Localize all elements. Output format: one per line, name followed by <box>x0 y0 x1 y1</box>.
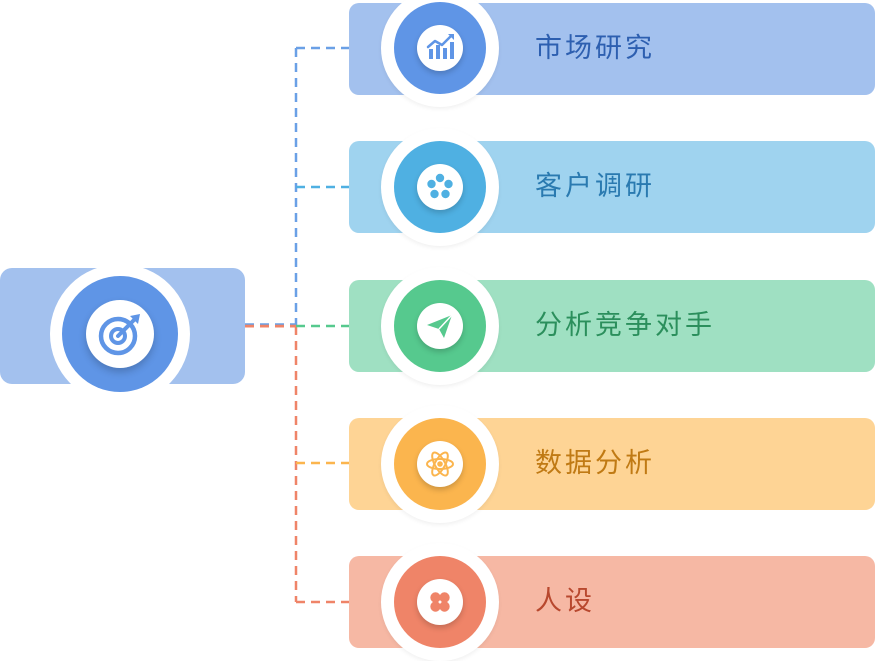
branch-icon-badge <box>381 405 499 523</box>
branch-icon-badge <box>381 267 499 385</box>
branch-label: 人设 <box>535 586 595 617</box>
atom-icon <box>426 451 454 477</box>
branch-icon-badge <box>381 128 499 246</box>
branch-label: 数据分析 <box>535 448 655 479</box>
target-icon <box>98 314 140 356</box>
root-node-disc <box>86 300 154 368</box>
branch-label: 分析竞争对手 <box>535 310 715 341</box>
connector-lines <box>245 46 349 604</box>
clover-icon <box>430 592 450 612</box>
root-node[interactable] <box>50 264 190 404</box>
branch-label: 市场研究 <box>535 33 655 64</box>
root-node-circle <box>62 276 178 392</box>
chart-trend-icon <box>426 34 454 59</box>
film-reel-icon <box>427 173 453 199</box>
branch-icon-badge <box>381 0 499 107</box>
paper-plane-icon <box>427 314 453 338</box>
branch-label: 客户调研 <box>535 171 655 202</box>
branch-icon-badge <box>381 543 499 661</box>
